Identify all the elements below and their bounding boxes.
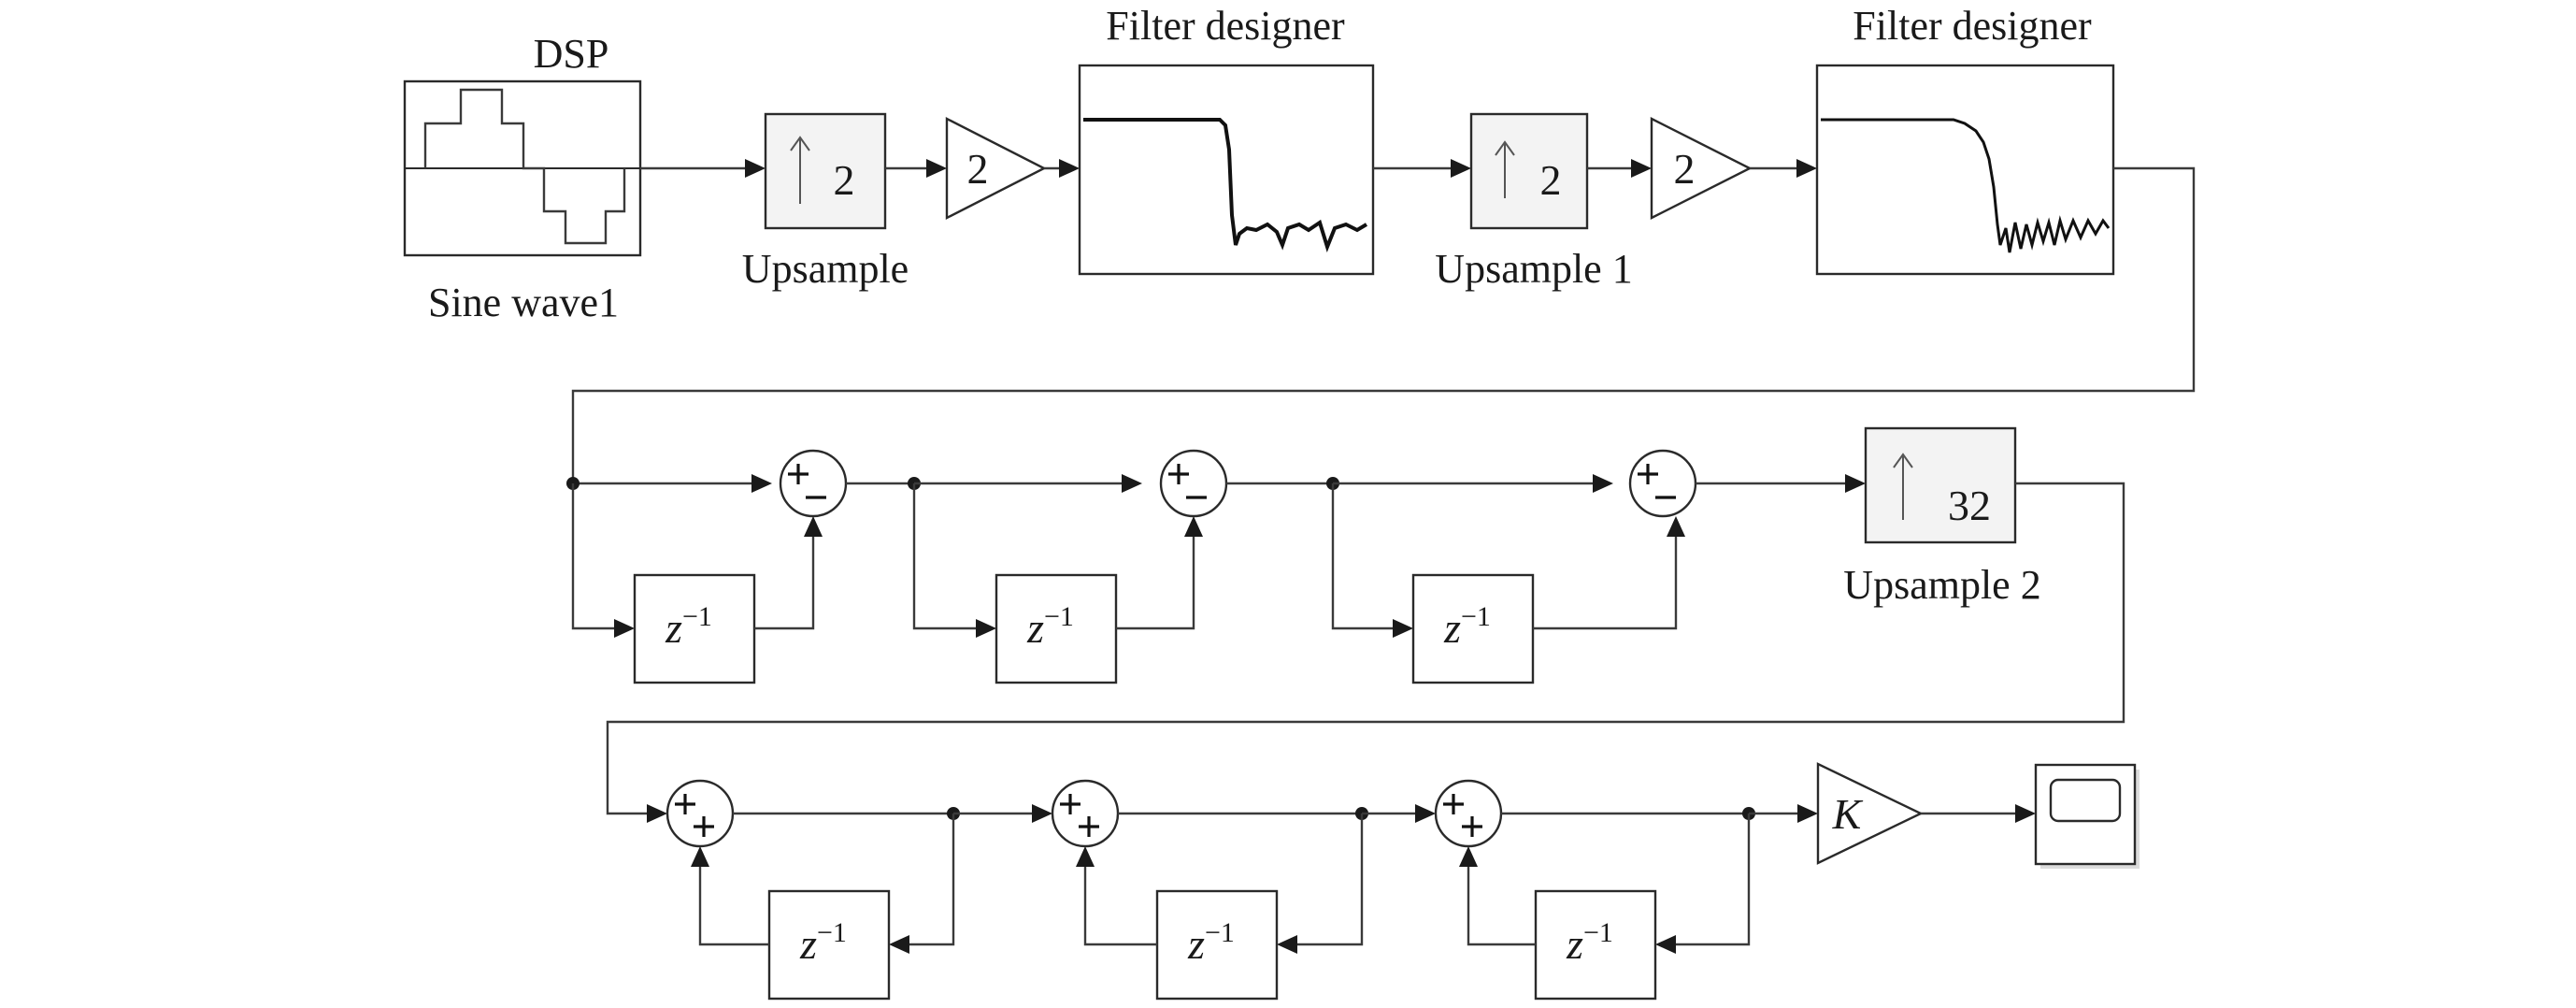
sum-block-2[interactable]	[1159, 449, 1228, 518]
delay-symbol-3: z−1	[1443, 601, 1491, 652]
sum-block-6[interactable]	[1434, 779, 1503, 848]
delay-block-2[interactable]: z−1	[995, 573, 1118, 684]
sum-block-4[interactable]	[665, 779, 735, 848]
dsp-label: DSP	[534, 31, 609, 77]
sum-block-3[interactable]	[1628, 449, 1697, 518]
upsample-label: Upsample	[742, 246, 909, 292]
scope-block[interactable]	[2034, 763, 2140, 869]
delay-symbol-5: z−1	[1187, 917, 1235, 968]
upsample-factor: 2	[834, 156, 855, 204]
upsample-2-factor: 32	[1948, 482, 1991, 529]
sum-block-1[interactable]	[779, 449, 848, 518]
upsample-1-label: Upsample 1	[1435, 246, 1632, 292]
sine-wave-block[interactable]	[403, 79, 642, 257]
gain-k-value: K	[1832, 790, 1864, 838]
filter-response-curve-2	[1821, 118, 2111, 253]
delay-symbol-1: z−1	[665, 601, 712, 652]
filter-response-curve	[1083, 118, 1368, 253]
filter-designer-label: Filter designer	[1106, 3, 1345, 49]
sine-wave-label: Sine wave1	[428, 280, 619, 325]
delay-block-6[interactable]: z−1	[1534, 889, 1657, 1001]
upsample-1-factor: 2	[1540, 156, 1562, 204]
gain-value: 2	[967, 145, 989, 193]
delay-symbol-4: z−1	[799, 917, 847, 968]
delay-symbol-2: z−1	[1026, 601, 1074, 652]
gain-block-2[interactable]: 2	[1650, 117, 1753, 220]
gain-value-2: 2	[1674, 145, 1696, 193]
filter-designer-2-label: Filter designer	[1853, 3, 2092, 49]
filter-designer-2-block[interactable]	[1815, 64, 2115, 276]
delay-block-1[interactable]: z−1	[633, 573, 756, 684]
gain-block[interactable]: 2	[945, 117, 1047, 220]
filter-designer-block[interactable]	[1078, 64, 1375, 276]
delay-symbol-6: z−1	[1566, 917, 1613, 968]
upsample-1-block[interactable]: 2	[1469, 112, 1589, 230]
scope-screen-icon	[2049, 778, 2122, 823]
gain-k-block[interactable]: K	[1816, 762, 1924, 865]
upsample-2-block[interactable]: 32	[1864, 426, 2017, 544]
delay-block-3[interactable]: z−1	[1411, 573, 1535, 684]
delay-block-4[interactable]: z−1	[767, 889, 891, 1001]
upsample-block[interactable]: 2	[764, 112, 887, 230]
sine-waveform	[423, 88, 626, 245]
sum-block-5[interactable]	[1051, 779, 1120, 848]
delay-block-5[interactable]: z−1	[1155, 889, 1279, 1001]
upsample-2-label: Upsample 2	[1843, 562, 2040, 608]
